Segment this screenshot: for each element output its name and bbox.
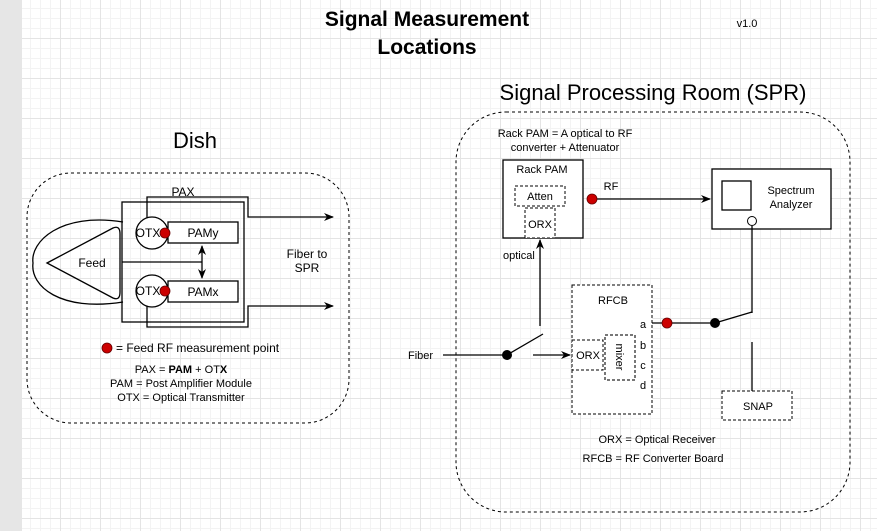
spr-section: Signal Processing Room (SPR) Rack PAM = …: [408, 80, 851, 513]
dish-boundary: [26, 172, 350, 424]
pam-x-label: PAMx: [187, 285, 218, 299]
feed-horn: [45, 226, 121, 300]
atten-label: Atten: [527, 191, 553, 203]
mixer-box: [604, 334, 636, 381]
legend-red-dot-icon: [101, 342, 113, 354]
rack-pam-note-line-2: converter + Attenuator: [511, 142, 620, 154]
rack-pam-label: Rack PAM: [516, 164, 567, 176]
fiber-switch-blade: [506, 333, 544, 356]
rack-orx-label: ORX: [528, 219, 553, 231]
spectrum-analyzer-line-2: Analyzer: [770, 199, 813, 211]
otx-top-label: OTX: [136, 226, 161, 240]
legend-pax-definition: PAX = PAM + OTX: [135, 364, 228, 376]
rfcb-orx-label: ORX: [576, 350, 601, 362]
measurement-point-rack-pam: [586, 193, 598, 205]
mixer-label: mixer: [613, 344, 625, 371]
pam-y-label: PAMy: [187, 226, 218, 240]
spectrum-analyzer-screen-icon: [721, 180, 752, 211]
dish-section: Dish Feed PAX OTX PAMy OTX PAMx Fiber to…: [26, 128, 350, 424]
legend-orx-definition: ORX = Optical Receiver: [598, 434, 715, 446]
spr-heading: Signal Processing Room (SPR): [500, 80, 807, 105]
diagram-title-line-2: Locations: [377, 36, 476, 59]
rfcb-orx-box: [571, 339, 604, 371]
version-label: v1.0: [737, 18, 758, 30]
otx-bottom-label: OTX: [136, 284, 161, 298]
rack-pam-note-line-1: Rack PAM = A optical to RF: [498, 128, 633, 140]
legend-otx-definition: OTX = Optical Transmitter: [117, 392, 245, 404]
fiber-to-spr-line-1: Fiber to: [287, 247, 328, 261]
analyzer-switch-blade: [714, 311, 753, 324]
diagram-canvas: [22, 0, 877, 531]
rfcb-label: RFCB: [598, 295, 628, 307]
spectrum-analyzer-line-1: Spectrum: [767, 185, 814, 197]
analyzer-input-port: [747, 216, 757, 226]
rack-orx-box: [524, 207, 556, 239]
rfcb-port-b: b: [640, 340, 646, 352]
dish-heading: Dish: [173, 128, 217, 153]
legend-measurement-point: = Feed RF measurement point: [116, 341, 280, 355]
rfcb-port-d: d: [640, 380, 646, 392]
measurement-point-rfcb: [661, 317, 673, 329]
fiber-out-bottom: [146, 302, 334, 328]
feed-label: Feed: [78, 256, 105, 270]
snap-box: [721, 390, 793, 421]
rf-label: RF: [604, 181, 619, 193]
feed-reflector: [32, 219, 124, 305]
optical-label: optical: [503, 250, 535, 262]
legend-rfcb-definition: RFCB = RF Converter Board: [583, 453, 724, 465]
snap-label: SNAP: [743, 401, 773, 413]
atten-box: [514, 185, 566, 207]
pax-label: PAX: [171, 185, 194, 199]
measurement-point-pam-y: [159, 227, 171, 239]
diagram-title-line-1: Signal Measurement: [325, 8, 529, 31]
fiber-to-spr-line-2: SPR: [295, 261, 320, 275]
measurement-point-pam-x: [159, 285, 171, 297]
spr-boundary: [455, 111, 851, 513]
fiber-label: Fiber: [408, 350, 433, 362]
legend-pam-definition: PAM = Post Amplifier Module: [110, 378, 252, 390]
rfcb-port-c: c: [640, 360, 646, 372]
fiber-out-top: [146, 196, 334, 221]
rfcb-port-a: a: [640, 319, 647, 331]
